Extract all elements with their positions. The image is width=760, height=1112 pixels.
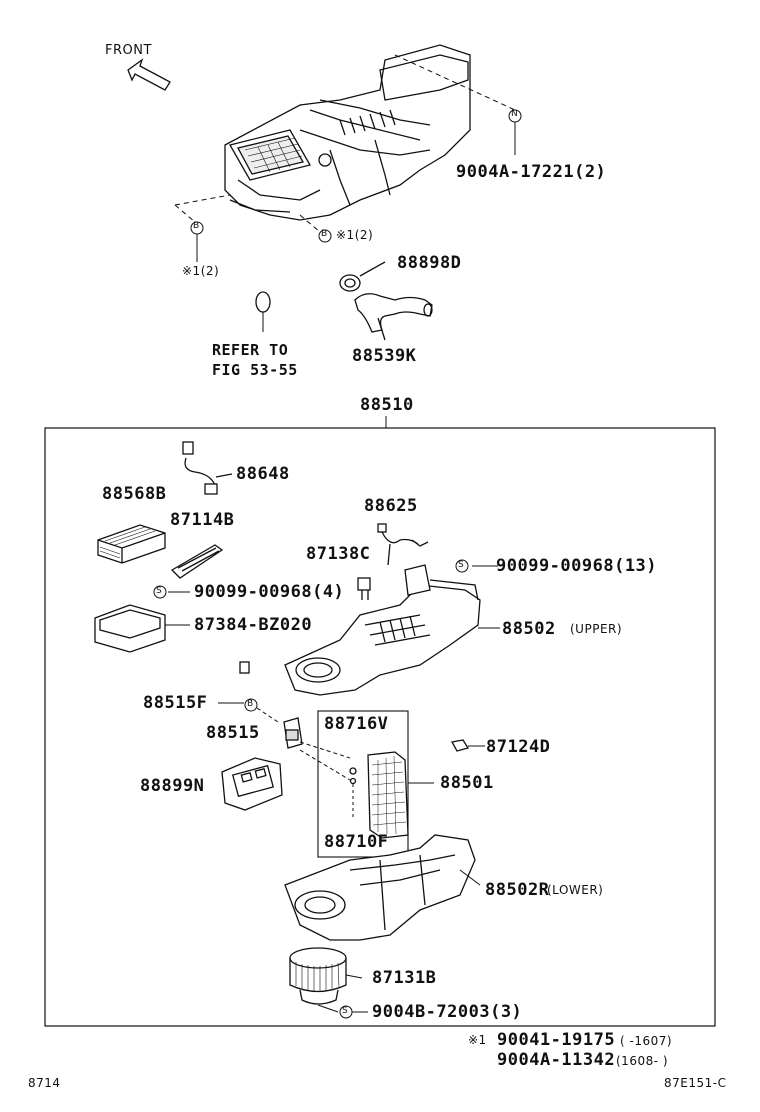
- motor-87138c: [357, 577, 371, 600]
- marker-s3-circle: [339, 1005, 353, 1019]
- part-88515[interactable]: 88515: [206, 723, 260, 743]
- note-upper: (UPPER): [570, 622, 623, 636]
- marker-s2: S: [156, 586, 163, 596]
- note-b2: ※1(2): [336, 228, 374, 242]
- part-9004b-72003[interactable]: 9004B-72003(3): [372, 1002, 523, 1022]
- part-88515f[interactable]: 88515F: [143, 693, 208, 713]
- page-code: 8714: [28, 1076, 61, 1090]
- cover-87384-bz020: [94, 604, 190, 653]
- footnote-range2: (1608- ): [616, 1054, 669, 1068]
- inner-frame-88716v: [317, 710, 409, 858]
- clip-part: [239, 661, 250, 674]
- lower-case-88502r: [284, 834, 481, 941]
- part-88510[interactable]: 88510: [360, 395, 414, 415]
- marker-s3: S: [342, 1006, 349, 1016]
- upper-case-88502: [284, 564, 481, 696]
- marker-b3: B: [247, 699, 254, 709]
- part-87124d[interactable]: 87124D: [486, 737, 551, 757]
- actuator-88515: [283, 717, 303, 749]
- figure-code: 87E151-C: [664, 1076, 727, 1090]
- sensor-88625: [377, 523, 429, 566]
- blower-motor-87131b: [289, 947, 363, 1005]
- part-88899n[interactable]: 88899N: [140, 776, 205, 796]
- cover-plate-88899n: [221, 757, 283, 811]
- marker-b2: B: [321, 229, 328, 239]
- part-9004a-17221[interactable]: 9004A-17221(2): [456, 162, 607, 182]
- part-88539k[interactable]: 88539K: [352, 346, 417, 366]
- grommet-88898d: [339, 261, 386, 292]
- refer-line2[interactable]: FIG 53-55: [212, 361, 298, 379]
- part-88716v[interactable]: 88716V: [324, 714, 389, 734]
- note-b1: ※1(2): [182, 264, 220, 278]
- part-90099-00968-13[interactable]: 90099-00968(13): [496, 556, 658, 576]
- part-88625[interactable]: 88625: [364, 496, 418, 516]
- marker-b2-circle: [318, 229, 332, 243]
- part-88502[interactable]: 88502: [502, 619, 556, 639]
- bracket-87114b: [170, 544, 224, 579]
- assembly-frame-88510: [44, 427, 716, 1027]
- harness-88648: [182, 441, 233, 495]
- footnote-mark: ※1: [468, 1033, 487, 1047]
- part-88898d[interactable]: 88898D: [397, 253, 462, 273]
- front-arrow-icon: [127, 58, 171, 91]
- marker-b1: B: [193, 221, 200, 231]
- footnote-range1: ( -1607): [620, 1034, 673, 1048]
- refer-oval: [255, 291, 271, 313]
- marker-n-circle: [508, 109, 522, 123]
- clip-87124d: [450, 739, 470, 752]
- drain-hose-88539k: [354, 293, 433, 341]
- part-87131b[interactable]: 87131B: [372, 968, 437, 988]
- part-88501[interactable]: 88501: [440, 773, 494, 793]
- note-lower: (LOWER): [547, 883, 604, 897]
- refer-line1: REFER TO: [212, 341, 289, 359]
- part-87114b[interactable]: 87114B: [170, 510, 235, 530]
- footnote-part2[interactable]: 9004A-11342: [497, 1050, 616, 1070]
- filter-88568b: [97, 524, 166, 564]
- part-88568b[interactable]: 88568B: [102, 484, 167, 504]
- front-label: FRONT: [105, 43, 152, 58]
- core-88501: [367, 751, 409, 839]
- marker-n: N: [511, 109, 519, 119]
- footnote-part1[interactable]: 90041-19175: [497, 1030, 616, 1050]
- part-88648[interactable]: 88648: [236, 464, 290, 484]
- part-87384-bz020[interactable]: 87384-BZ020: [194, 615, 313, 635]
- heater-unit-assembly: [224, 44, 471, 221]
- marker-s2-circle: [153, 585, 167, 599]
- part-90099-00968-4[interactable]: 90099-00968(4): [194, 582, 345, 602]
- part-87138c[interactable]: 87138C: [306, 544, 371, 564]
- part-88710f[interactable]: 88710F: [324, 832, 389, 852]
- marker-s1-circle: [455, 559, 469, 573]
- marker-b3-circle: [244, 698, 258, 712]
- marker-s1: S: [458, 560, 465, 570]
- part-88502r[interactable]: 88502R: [485, 880, 550, 900]
